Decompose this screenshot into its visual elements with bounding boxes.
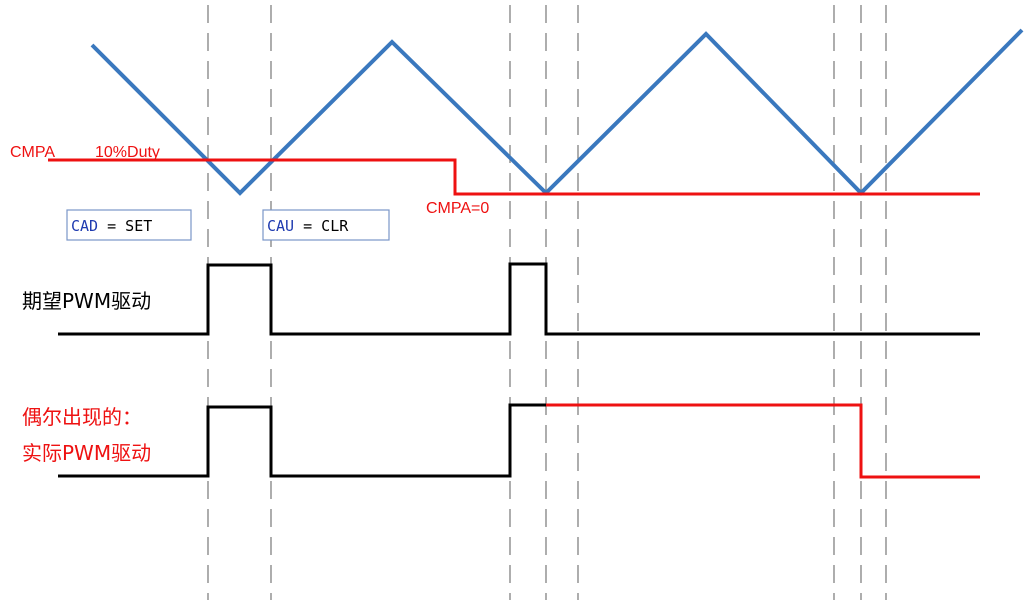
expected-pwm-label: 期望PWM驱动 <box>22 289 151 313</box>
cau-box-border <box>262 209 390 241</box>
cau-keyword: CAU <box>267 217 294 235</box>
actual-pwm-wave-black <box>58 403 546 478</box>
cmpa-label: CMPA <box>10 144 55 161</box>
actual-pwm-label-line1: 偶尔出现的： <box>22 405 142 429</box>
cad-value: = SET <box>98 217 152 235</box>
cau-value: = CLR <box>294 217 349 235</box>
cad-set-box: CAD = SET <box>66 209 192 241</box>
cad-box-text: CAD = SET <box>71 217 152 235</box>
cau-clr-box: CAU = CLR <box>262 209 390 241</box>
actual-pwm-label-line2: 实际PWM驱动 <box>22 441 151 465</box>
cmpa-compare-line <box>48 158 980 196</box>
cad-keyword: CAD <box>71 217 98 235</box>
actual-pwm-wave-red <box>546 403 980 479</box>
cmpa-zero-label: CMPA=0 <box>426 200 489 217</box>
cad-box-border <box>66 209 192 241</box>
cau-box-text: CAU = CLR <box>267 217 349 235</box>
triangle-carrier-wave <box>90 28 1024 196</box>
expected-pwm-wave <box>58 262 980 336</box>
duty-label: 10%Duty <box>95 144 160 161</box>
